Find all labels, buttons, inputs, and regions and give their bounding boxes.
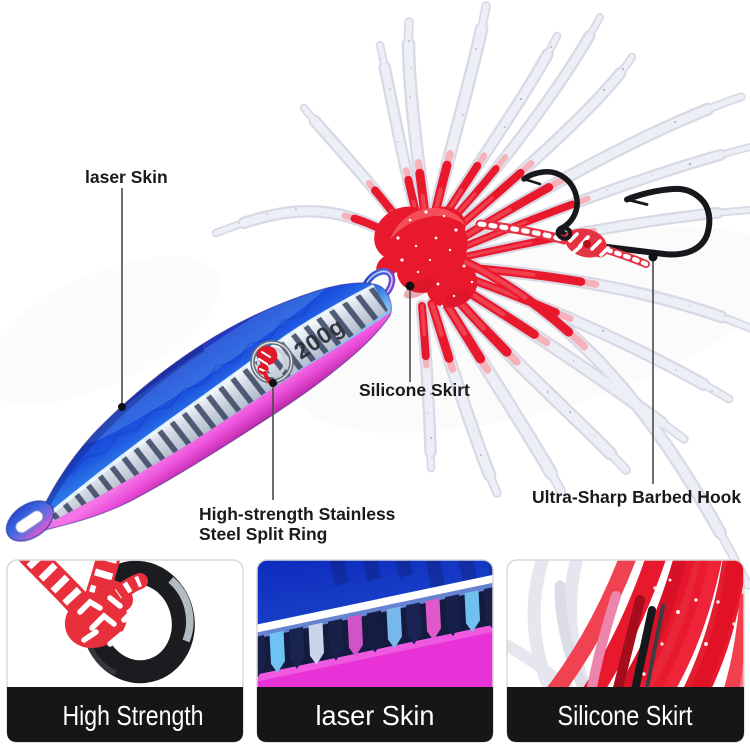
- svg-text:laser Skin: laser Skin: [316, 700, 435, 731]
- svg-text:Silicone Skirt: Silicone Skirt: [558, 700, 693, 731]
- svg-text:Ultra-Sharp Barbed Hook: Ultra-Sharp Barbed Hook: [532, 487, 741, 507]
- svg-text:Silicone Skirt: Silicone Skirt: [359, 380, 470, 400]
- svg-text:Steel Split Ring: Steel Split Ring: [199, 524, 327, 544]
- svg-text:High-strength Stainless: High-strength Stainless: [199, 504, 396, 524]
- svg-text:laser Skin: laser Skin: [85, 167, 168, 187]
- svg-text:High Strength: High Strength: [63, 700, 204, 731]
